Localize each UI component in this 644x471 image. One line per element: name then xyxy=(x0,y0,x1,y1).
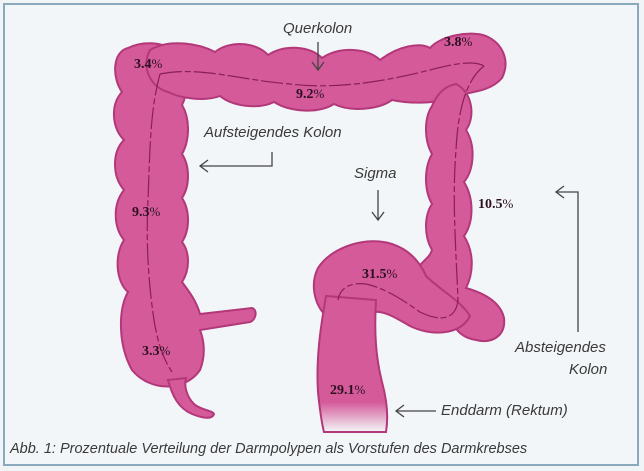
arrow-aufsteigendes xyxy=(200,152,272,172)
pct-sigma: 31.5% xyxy=(362,266,397,283)
label-kolon: Kolon xyxy=(569,361,607,378)
arrow-absteigendes xyxy=(556,186,578,332)
pct-ascending: 9.3% xyxy=(132,204,160,221)
label-aufsteigendes-kolon: Aufsteigendes Kolon xyxy=(204,124,342,141)
pct-cecum: 3.3% xyxy=(142,343,170,360)
pct-rectum: 29.1% xyxy=(330,382,365,399)
pct-top-mid: 9.2% xyxy=(296,86,324,103)
figure-caption: Abb. 1: Prozentuale Verteilung der Darmp… xyxy=(10,441,634,457)
pct-top-left: 3.4% xyxy=(134,56,162,73)
pct-descending: 10.5% xyxy=(478,196,513,213)
label-enddarm: Enddarm (Rektum) xyxy=(441,402,568,419)
label-absteigendes: Absteigendes xyxy=(515,339,606,356)
arrow-enddarm xyxy=(396,405,436,417)
arrow-querkolon xyxy=(312,42,324,70)
label-sigma: Sigma xyxy=(354,165,397,182)
arrow-sigma xyxy=(372,190,384,220)
pct-top-right: 3.8% xyxy=(444,34,472,51)
label-querkolon: Querkolon xyxy=(283,20,352,37)
